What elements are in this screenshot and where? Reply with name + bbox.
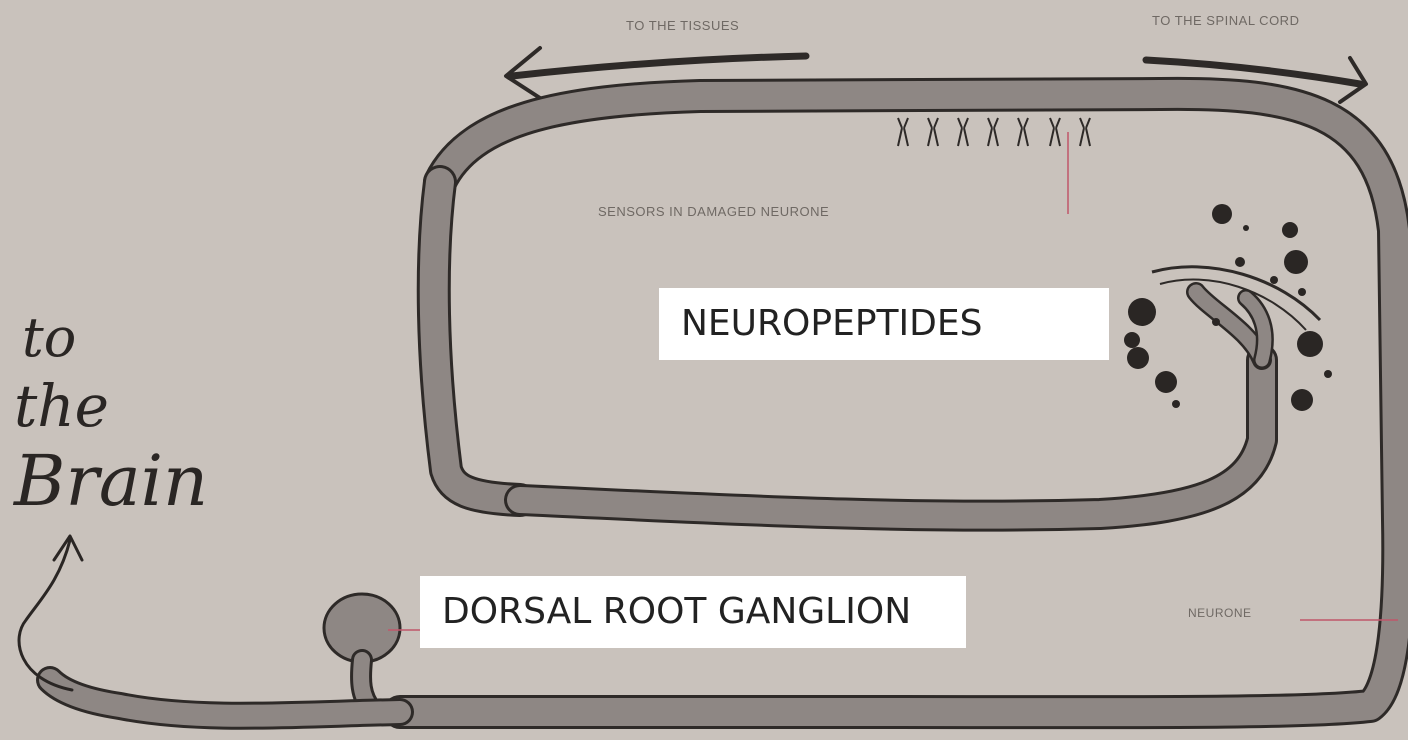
- arrow-to-tissues: [512, 56, 806, 76]
- handwriting-to: to: [22, 306, 76, 369]
- handwriting-brain: Brain: [14, 440, 208, 522]
- label-sensors: SENSORS IN DAMAGED NEURONE: [598, 204, 829, 219]
- neurone-inner-bottom-fill: [520, 360, 1262, 516]
- terminal-membrane: [1152, 267, 1320, 320]
- sensors: [898, 118, 1090, 146]
- label-neurone: NEURONE: [1188, 606, 1252, 620]
- label-dorsal-root-ganglion: DORSAL ROOT GANGLION: [420, 576, 966, 648]
- label-to-spinal-cord: TO THE SPINAL CORD: [1152, 13, 1299, 28]
- label-neuropeptides: NEUROPEPTIDES: [659, 288, 1109, 360]
- handwriting-the: the: [14, 372, 109, 440]
- label-to-tissues: TO THE TISSUES: [626, 18, 739, 33]
- bottom-tail-fill: [50, 680, 400, 716]
- neurone-left-side-fill: [434, 182, 520, 500]
